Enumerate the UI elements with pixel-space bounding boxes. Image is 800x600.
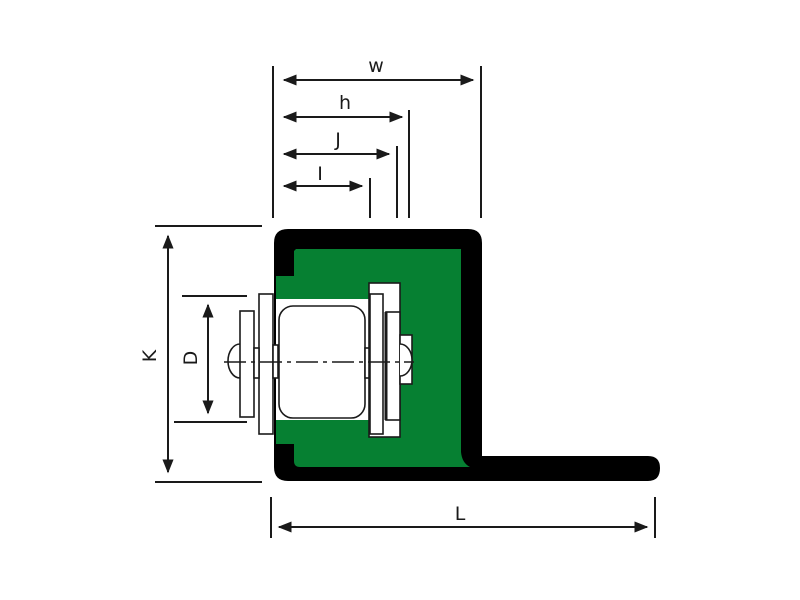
dimension-h: h: [282, 92, 404, 123]
dimension-k: K: [139, 234, 174, 474]
left-outer-plate: [239, 310, 255, 418]
label-j: J: [334, 129, 341, 151]
left-extension-lines: [155, 225, 262, 483]
label-k: K: [139, 349, 161, 362]
dimension-d: D: [180, 303, 214, 415]
dimension-j: J: [282, 129, 391, 160]
dimension-w: w: [282, 55, 475, 86]
left-pin-head: [227, 343, 241, 379]
label-i: I: [317, 163, 323, 185]
label-l: L: [455, 503, 466, 525]
right-pin-head: [399, 343, 413, 377]
label-w: w: [368, 55, 384, 77]
left-inner-plate: [258, 293, 274, 435]
label-h: h: [339, 92, 351, 114]
label-d: D: [180, 351, 202, 366]
dimension-i: I: [282, 163, 364, 192]
top-extension-lines: [272, 66, 482, 218]
roller-chain: [224, 282, 414, 438]
right-outer-plate: [385, 311, 401, 421]
dimension-l: L: [270, 497, 656, 538]
